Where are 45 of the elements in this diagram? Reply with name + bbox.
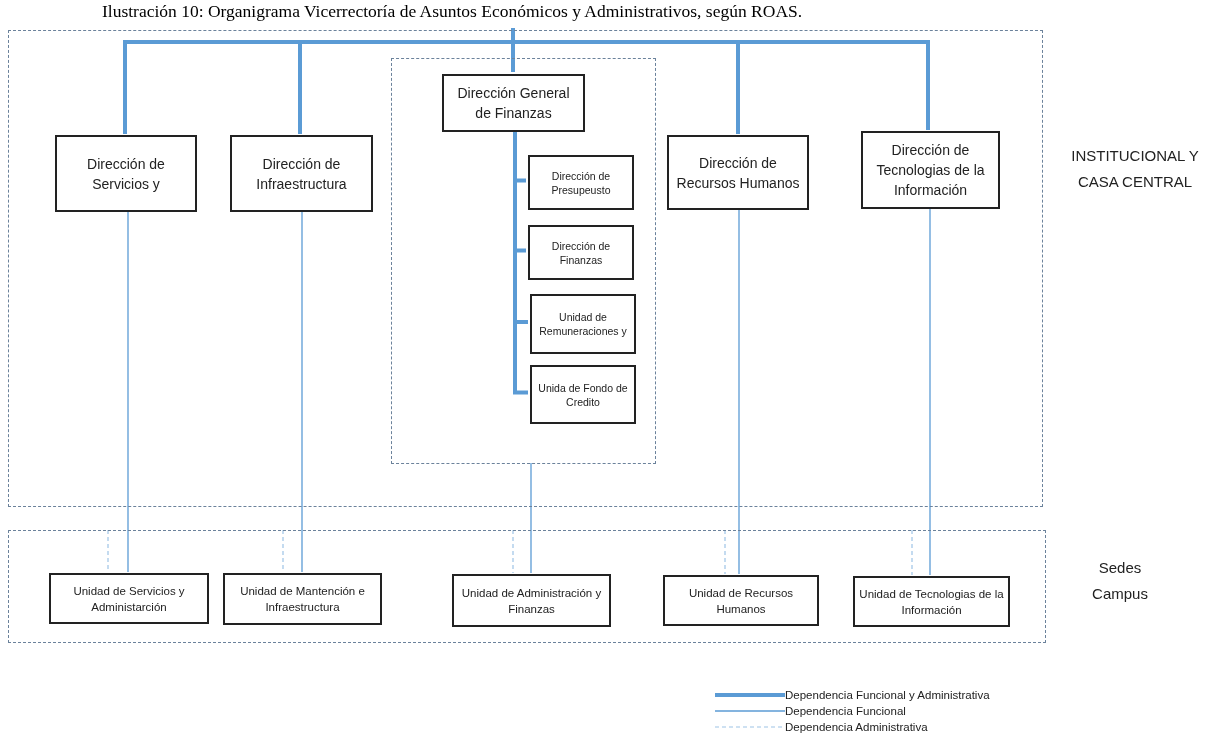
org-box bbox=[663, 575, 819, 626]
box-label: Dirección General de Finanzas bbox=[456, 84, 571, 123]
box-label: Unidad de Tecnologias de la Información bbox=[859, 586, 1004, 618]
org-box bbox=[667, 135, 809, 210]
box-label: Dirección de Tecnologias de la Información bbox=[875, 141, 986, 200]
box-label: Dirección de Recursos Humanos bbox=[675, 153, 801, 193]
box-label: Unida de Fondo de Credito bbox=[537, 380, 629, 409]
connector-line bbox=[512, 529, 514, 574]
org-box bbox=[861, 131, 1000, 209]
connector-line bbox=[513, 130, 528, 395]
box-label: Unidad de Servicios y Administarción bbox=[72, 583, 186, 615]
box-label: Unidad de Recursos Humanos bbox=[687, 585, 795, 617]
connector-line bbox=[511, 28, 930, 130]
org-box bbox=[530, 294, 636, 354]
connector-line bbox=[530, 462, 532, 574]
figure-title: Ilustración 10: Organigrama Vicerrectoría de Asuntos Económicos y Administrativos, según ROAS. bbox=[102, 0, 803, 22]
region-label: Sedes Campus bbox=[1091, 558, 1149, 604]
legend-label: Dependencia Funcional bbox=[785, 704, 906, 718]
legend-label: Dependencia Funcional y Administrativa bbox=[785, 688, 990, 702]
org-box bbox=[55, 135, 197, 212]
org-box bbox=[528, 225, 634, 280]
box-label: Unidad de Remuneraciones y bbox=[538, 310, 628, 338]
dashed-group-box bbox=[391, 58, 656, 464]
region-label: INSTITUCIONAL Y CASA CENTRAL bbox=[1070, 146, 1200, 192]
org-box bbox=[223, 573, 382, 625]
connector-line bbox=[301, 210, 303, 573]
org-box bbox=[530, 365, 636, 424]
org-box bbox=[49, 573, 209, 624]
connector-line bbox=[911, 529, 913, 576]
legend-label: Dependencia Administrativa bbox=[785, 720, 928, 734]
box-label: Dirección de Presupeusto bbox=[550, 168, 612, 197]
org-box bbox=[452, 574, 611, 627]
org-box bbox=[853, 576, 1010, 627]
connector-line bbox=[929, 207, 931, 576]
connector-line bbox=[127, 210, 129, 573]
org-box bbox=[230, 135, 373, 212]
box-label: Dirección de Servicios y bbox=[86, 154, 166, 194]
box-label: Dirección de Infraestructura bbox=[255, 154, 348, 194]
box-label: Dirección de Finanzas bbox=[550, 238, 612, 267]
connector-line bbox=[738, 208, 740, 575]
org-box bbox=[528, 155, 634, 210]
connector-line bbox=[724, 529, 726, 575]
box-label: Unidad de Administración y Finanzas bbox=[460, 585, 603, 617]
box-label: Unidad de Mantención e Infraestructura bbox=[239, 584, 366, 615]
org-box bbox=[442, 74, 585, 132]
